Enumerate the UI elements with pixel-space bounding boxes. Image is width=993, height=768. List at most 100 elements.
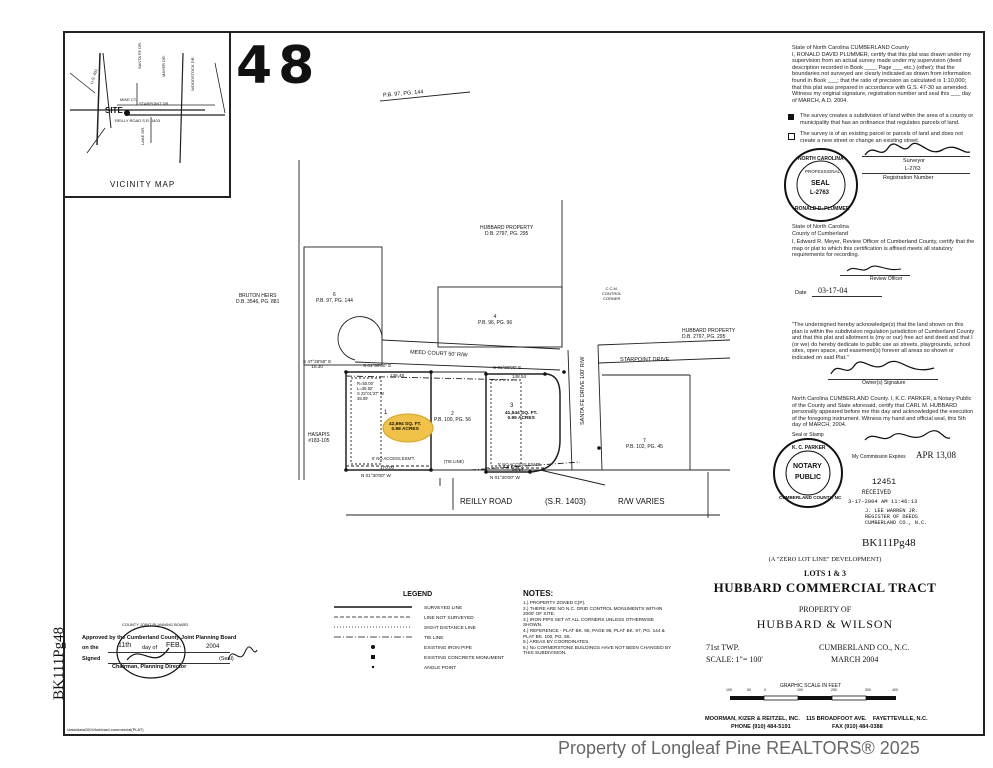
tie-line-label: (TIE LINE) xyxy=(444,459,464,464)
scale-label: SCALE: 1"= 100' xyxy=(706,655,763,664)
surveyor-signature-icon xyxy=(864,142,971,156)
cert-state-line: State of North Carolina CUMBERLAND Count… xyxy=(792,45,909,51)
plat-sheet-frame xyxy=(63,31,985,736)
note-item: 6.) No CORNERSTONE BUILDINGS HAVE NOT BE… xyxy=(523,644,672,656)
access-easement-label: 5' NO ACCESS ESM'T. xyxy=(372,456,416,461)
approval-day: 11th xyxy=(118,642,132,649)
bearing-label: S 01°30'00" E xyxy=(363,363,392,368)
commission-label: My Commission Expires xyxy=(852,454,906,460)
review-paragraph: I, Edward R. Meyer, Review Officer of Cu… xyxy=(792,239,975,259)
note-item: 1.) PROPERTY ZONED C(P). xyxy=(523,600,586,605)
plat-label-lot4: 4 P.B. 96, PG. 96 xyxy=(478,314,513,326)
legend-symbols xyxy=(334,606,412,669)
bearing-label: S 01°30'00" E xyxy=(493,365,522,370)
approval-day-of: day of xyxy=(142,645,157,651)
control-corner-label: C.C.M. CONTROL CORNER xyxy=(602,286,622,301)
vicinity-road-label: REILLY ROAD S.R. 1403 xyxy=(115,118,160,123)
plat-label-lot6: 6 P.B. 97, PG. 144 xyxy=(316,292,353,304)
approval-line: Approved by the Cumberland County Joint … xyxy=(82,635,237,641)
distance-label: 170.00 xyxy=(380,465,395,470)
checkbox-empty-icon xyxy=(788,133,795,140)
bearing-label: N 01°30'00" W xyxy=(490,475,520,480)
scale-tick: 0 xyxy=(764,688,766,692)
notes-title: NOTES: xyxy=(523,589,554,598)
reilly-road-rw: R/W VARIES xyxy=(618,497,665,506)
vicinity-road-label: STARPOINT DR. xyxy=(139,101,170,106)
tract-name: HUBBARD COMMERCIAL TRACT xyxy=(713,580,937,595)
registration-number: L-2763 xyxy=(905,166,921,172)
firm-line: MOORMAN, KIZER & REITZEL, INC. 115 BROAD… xyxy=(705,716,928,722)
legend-title: LEGEND xyxy=(403,591,433,598)
surveyor-label: Surveyor xyxy=(903,158,926,164)
notes-list: 1.) PROPERTY ZONED C(P). 2.) THERE ARE N… xyxy=(523,600,673,656)
note-item: 2.) THERE ARE NO N.C. GRID CONTROL MONUM… xyxy=(523,605,663,617)
vicinity-map-caption: VICINITY MAP xyxy=(110,180,176,189)
approval-signed-label: Signed xyxy=(82,656,101,662)
lot3-number: 3 xyxy=(510,403,514,409)
approval-on-label: on the xyxy=(82,645,99,651)
graphic-scale-bar xyxy=(730,695,896,701)
surveyor-seal-icon xyxy=(784,148,858,222)
planning-seal-text: COUNTY JOINT PLANNING BOARD xyxy=(122,622,189,627)
township-label: 71st TWP. xyxy=(706,643,740,652)
public-seal-word: PUBLIC xyxy=(795,474,822,481)
review-officer-label: Review Officer xyxy=(870,276,903,282)
received-date: 3-17-2004 AM 11:46:13 xyxy=(848,498,918,505)
graphic-scale-label: GRAPHIC SCALE IN FEET xyxy=(780,683,842,689)
review-state: State of North Carolina County of Cumber… xyxy=(792,224,849,237)
seal-professional: PROFESSIONAL xyxy=(805,169,841,174)
date-label: Date xyxy=(795,290,807,296)
legend-item: TIE LINE xyxy=(424,636,444,641)
development-type: (A "ZERO LOT LINE" DEVELOPMENT) xyxy=(768,556,882,563)
lot1-number: 1 xyxy=(384,410,388,416)
distance-label: 148.54 xyxy=(512,374,527,379)
county-label: CUMBERLAND CO., N.C. xyxy=(819,643,910,652)
firm-fax: FAX (910) 484-0388 xyxy=(832,724,883,730)
registration-label: Registration Number xyxy=(883,175,934,181)
survey-type-option-2: The survey is of an existing parcel or p… xyxy=(800,131,963,144)
scale-tick: 200 xyxy=(831,688,837,692)
owner-signature-label: Owner(s) Signature xyxy=(862,380,906,386)
distance-label: 138.48 xyxy=(390,373,405,378)
received-label: RECEIVED xyxy=(862,489,891,496)
legend-item: EXISTING IRON PIPE xyxy=(424,646,472,651)
cert-paragraph: I, RONALD DAVID PLUMMER, certify that th… xyxy=(792,51,971,104)
file-path: /data/data2004/hubbard-commercial(PLAT) xyxy=(67,727,144,732)
plat-label-lot7: 7 P.B. 102, PG. 45 xyxy=(626,438,663,450)
distance-label: 96.54 xyxy=(512,467,524,472)
date-title-label: MARCH 2004 xyxy=(831,655,879,664)
notary-seal-word: NOTARY xyxy=(793,463,822,470)
margin-book-stamp: BK111Pg48 xyxy=(51,626,67,700)
ne-corner-bearing: S 47°28'55" E 16.30 xyxy=(303,359,332,369)
surveyor-certificate: State of North Carolina CUMBERLAND Count… xyxy=(792,45,975,104)
scale-tick: 100 xyxy=(726,688,732,692)
lot1-area: 42,694 SQ. FT. 0.98 ACRES xyxy=(389,422,422,432)
access-easement-label: 5' NO ACCESS ESM'T. xyxy=(498,462,542,467)
scale-tick: 300 xyxy=(865,688,871,692)
owner-acknowledgement: "The undersigned hereby acknowledge(s) t… xyxy=(792,322,975,361)
vicinity-map: SITE REILLY ROAD S.R. 1403 MIKE CT. STAR… xyxy=(65,33,231,198)
plat-label-hubbard-right: HUBBARD PROPERTY D.B. 2797, PG. 295 xyxy=(682,328,736,340)
scale-tick: 100 xyxy=(797,688,803,692)
checkbox-checked-icon xyxy=(788,114,794,120)
owners-name: HUBBARD & WILSON xyxy=(756,617,894,631)
bearing-label: N 01°30'00" W xyxy=(361,473,391,478)
register-of-deeds: J. LEE WARREN JR. REGISTER OF DEEDS CUMB… xyxy=(865,508,928,526)
reilly-road-label: REILLY ROAD xyxy=(460,497,513,506)
starpoint-drive-label: STARPOINT DRIVE xyxy=(620,357,670,363)
book-page-stamp: BK111Pg48 xyxy=(862,537,916,549)
reilly-road-sr: (S.R. 1403) xyxy=(545,497,586,506)
vicinity-road-label: MIKE CT. xyxy=(120,97,137,102)
owner-signature-icon xyxy=(830,360,935,375)
plat-label-hasapis: HASAPIS #183-105 xyxy=(308,432,330,444)
notary-signature-icon xyxy=(864,430,951,441)
approval-seal-label: (Seal) xyxy=(219,656,234,662)
watermark: Property of Longleaf Pine REALTORS® 2025 xyxy=(558,738,920,758)
survey-type-option-1: The survey creates a subdivision of land… xyxy=(800,113,974,126)
notary-seal-county: CUMBERLAND COUNTY, NC xyxy=(779,495,842,500)
seal-or-stamp-label: Seal or Stamp xyxy=(792,432,824,438)
lot3-area: 41,544 SQ. FT. 0.95 ACRES xyxy=(505,411,538,421)
plat-label-hubbard-top: HUBBARD PROPERTY D.B. 2797, PG. 295 xyxy=(480,225,534,237)
note-item: 4.) REFERENCE - PLAT BK. 96, PAGE 96, PL… xyxy=(523,627,665,639)
